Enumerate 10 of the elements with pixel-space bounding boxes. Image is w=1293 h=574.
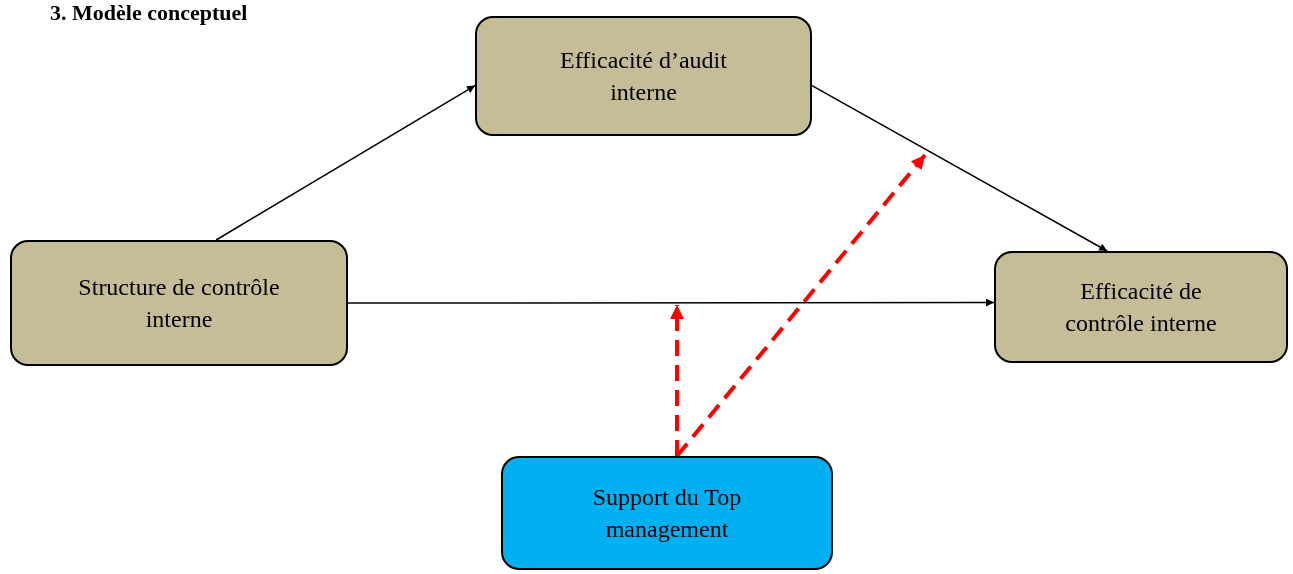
arrow	[215, 84, 476, 241]
dashed-arrow	[670, 305, 684, 456]
concept-box: Efficacité d’audit interne	[475, 16, 812, 136]
arrow	[811, 84, 1108, 252]
arrow	[347, 298, 995, 307]
moderator-box: Support du Top management	[501, 456, 833, 570]
concept-box: Efficacité de contrôle interne	[994, 251, 1288, 363]
dashed-arrow	[675, 153, 927, 458]
concept-box: Structure de contrôle interne	[10, 240, 348, 366]
heading: 3. Modèle conceptuel	[50, 0, 248, 26]
